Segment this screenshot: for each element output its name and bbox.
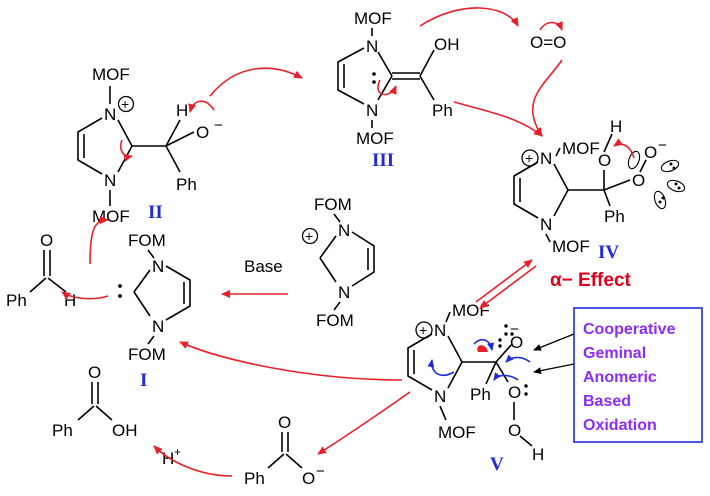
h-text: H: [176, 101, 188, 120]
label-V: V: [490, 454, 504, 475]
plus-charge: +: [121, 96, 129, 112]
mof-text: MOF: [452, 301, 490, 320]
alpha-effect-label: α− Effect: [550, 270, 632, 291]
o-text: O: [510, 333, 523, 352]
box-line-geminal: Geminal: [583, 345, 646, 362]
dioxygen: O=O: [530, 21, 566, 52]
fom-text: FOM: [314, 195, 352, 214]
benzoic-acid: O Ph OH H +: [52, 363, 181, 468]
minus-charge: −: [510, 321, 519, 338]
compound-I: FOM N N FOM I: [118, 231, 191, 391]
ph-text: Ph: [470, 385, 491, 404]
ph-text: Ph: [244, 469, 265, 488]
h-plus-text: H: [162, 449, 174, 468]
minus-charge: −: [214, 117, 223, 134]
compound-II: MOF N + N MOF H O − Ph II: [77, 65, 223, 226]
mof-text: MOF: [438, 423, 476, 442]
n-text: N: [152, 257, 164, 276]
plus-charge: +: [419, 322, 427, 338]
label-III: III: [372, 150, 394, 171]
plus-charge: +: [305, 228, 313, 244]
label-I: I: [140, 370, 147, 391]
o-text: O: [302, 469, 315, 488]
mof-text: MOF: [552, 237, 590, 256]
o-text: O: [196, 123, 209, 142]
fom-text: FOM: [316, 311, 354, 330]
mof-text: MOF: [354, 9, 392, 28]
h-text: H: [532, 445, 544, 464]
minus-charge: −: [316, 463, 325, 480]
ph-text: Ph: [176, 175, 197, 194]
box-line-oxidation: Oxidation: [583, 417, 657, 434]
n-text: N: [540, 149, 552, 168]
o-text: O: [598, 151, 611, 170]
mof-text: MOF: [356, 129, 394, 148]
box-line-based: Based: [583, 393, 631, 410]
ph-text: Ph: [604, 207, 625, 226]
base-label: Base: [244, 257, 283, 276]
o2-text: O=O: [530, 33, 566, 52]
oh-text: OH: [434, 35, 460, 54]
n-text: N: [152, 317, 164, 336]
ph-text: Ph: [6, 291, 27, 310]
n-text: N: [104, 171, 116, 190]
label-II: II: [148, 202, 163, 223]
benzaldehyde: O Ph H: [6, 231, 76, 310]
mechanism-box: Cooperative Geminal Anomeric Based Oxida…: [533, 307, 703, 443]
n-text: N: [434, 321, 446, 340]
oh-text: OH: [112, 421, 138, 440]
mof-text: MOF: [562, 139, 600, 158]
box-line-cooperative: Cooperative: [583, 321, 676, 338]
cycle-arrows: [61, 7, 563, 477]
n-text: N: [104, 105, 116, 124]
o-text: O: [88, 363, 101, 382]
plus-charge: +: [174, 445, 181, 459]
imidazolium-salt: FOM N + N FOM Base: [244, 195, 375, 330]
ph-text: Ph: [432, 101, 453, 120]
compound-IV: + N MOF N MOF O H O O − Ph: [513, 117, 686, 291]
benzoate: O Ph O −: [244, 413, 325, 488]
mof-text: MOF: [92, 65, 130, 84]
o-text: O: [644, 143, 657, 162]
h-text: H: [610, 117, 622, 136]
fom-text: FOM: [128, 345, 166, 364]
plus-charge: +: [525, 150, 533, 166]
n-text: N: [338, 221, 350, 240]
o-text: O: [508, 383, 521, 402]
ph-text: Ph: [52, 421, 73, 440]
minus-charge: −: [658, 137, 667, 154]
label-IV: IV: [598, 242, 619, 263]
box-line-anomeric: Anomeric: [583, 369, 657, 386]
fom-text: FOM: [128, 231, 166, 250]
o-text: O: [278, 413, 291, 432]
compound-III: MOF N N MOF OH Ph III: [337, 9, 460, 171]
n-text: N: [338, 283, 350, 302]
n-text: N: [540, 215, 552, 234]
o-text: O: [632, 171, 645, 190]
n-text: N: [366, 37, 378, 56]
o-text: O: [508, 421, 521, 440]
n-text: N: [366, 101, 378, 120]
compound-V: + N MOF N MOF O − O O H Ph: [407, 301, 544, 475]
n-text: N: [434, 387, 446, 406]
o-text: O: [40, 231, 53, 250]
